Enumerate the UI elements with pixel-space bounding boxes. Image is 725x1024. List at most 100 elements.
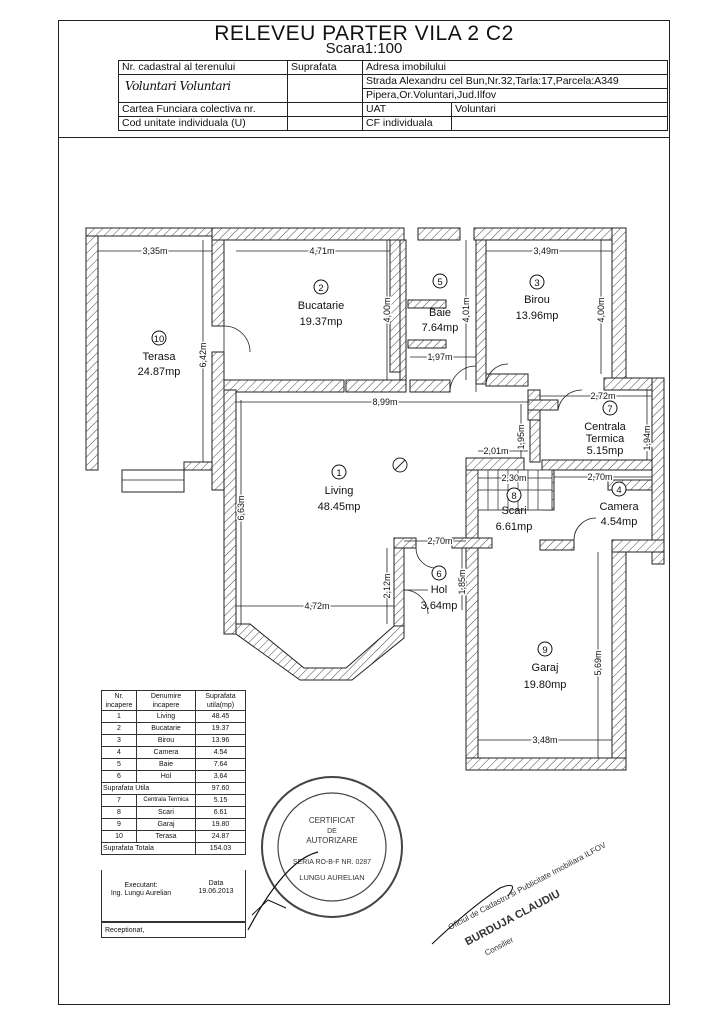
dim-bucatarie-height: 4,00m	[382, 297, 392, 322]
room-scari: 8 Scari 6.61mp	[496, 487, 533, 533]
dim-living-width: 8,99m	[372, 397, 397, 407]
dim-living-side: 2,12m	[382, 573, 392, 598]
room-centrala: 7 Centrala Termica 5.15mp	[584, 400, 627, 457]
svg-text:CERTIFICAT: CERTIFICAT	[309, 816, 355, 825]
dim-scari-width: 2,30m	[501, 473, 526, 483]
dim-living-height: 6,63m	[236, 495, 246, 520]
dim-baie-width: 1,97m	[427, 352, 452, 362]
document-title: RELEVEU PARTER VILA 2 C2	[214, 22, 514, 45]
svg-text:Living: Living	[325, 485, 354, 497]
svg-text:5: 5	[437, 277, 442, 288]
room-labels: 10 Terasa 24.87mp 2 Bucatarie 19.37mp 5 …	[138, 273, 639, 691]
room-bucatarie: 2 Bucatarie 19.37mp	[298, 279, 344, 328]
header-info-table: Nr. cadastral al terenului Suprafata Adr…	[118, 60, 668, 131]
svg-text:6.61mp: 6.61mp	[496, 521, 533, 533]
handwritten-cell: Voluntari Voluntari	[118, 74, 288, 103]
svg-text:Centrala: Centrala	[584, 421, 626, 433]
svg-text:24.87mp: 24.87mp	[138, 366, 181, 378]
svg-text:6: 6	[436, 569, 441, 580]
rooms-legend-table: Nr. incapere Denumire incapere Suprafata…	[101, 690, 246, 855]
svg-text:Hol: Hol	[431, 584, 448, 596]
legend-header-name: Denumire incapere	[136, 690, 196, 711]
svg-text:Termica: Termica	[586, 433, 625, 445]
door-swings	[223, 325, 597, 615]
cf-value	[451, 116, 668, 131]
svg-text:9: 9	[542, 645, 547, 656]
dim-camera-width: 2,70m	[587, 472, 612, 482]
room-birou: 3 Birou 13.96mp	[516, 274, 559, 322]
cf-label: CF individuala	[362, 116, 452, 131]
living-column-icon	[392, 457, 408, 473]
legend-header-nr: Nr. incapere	[101, 690, 137, 711]
svg-text:3: 3	[534, 278, 539, 289]
svg-text:4: 4	[616, 485, 621, 496]
svg-text:13.96mp: 13.96mp	[516, 310, 559, 322]
dim-hol-width: 2,70m	[427, 536, 452, 546]
svg-text:Bucatarie: Bucatarie	[298, 300, 344, 312]
svg-text:Consilier: Consilier	[483, 935, 515, 958]
receptionat-box: Receptionat,	[101, 922, 246, 938]
svg-text:8: 8	[511, 491, 516, 502]
dimension-labels: 3,35m 6,42m 4,71m 4,00m 4,01m 1,97m 3,49…	[141, 245, 654, 747]
dim-centrala-height: 1,94m	[642, 425, 652, 450]
dim-garaj-height: 5,69m	[593, 650, 603, 675]
date-label: Data	[208, 880, 224, 887]
unit-label: Cod unitate individuala (U)	[118, 116, 288, 131]
dim-stair-b: 1,95m	[516, 424, 526, 449]
dim-stair-a: 2,01m	[483, 446, 508, 456]
dim-birou-height: 4,00m	[596, 297, 606, 322]
date-value: 19.06.2013	[198, 888, 234, 895]
address-line2: Pipera,Or.Voluntari,Jud.Ilfov	[362, 88, 668, 103]
executant-label: Executant:	[124, 882, 158, 889]
room-terasa: 10 Terasa 24.87mp	[138, 330, 181, 378]
svg-text:Oficiul de Cadastru si Publici: Oficiul de Cadastru si Publicitate Imobi…	[447, 840, 608, 932]
dim-birou-width: 3,49m	[533, 246, 558, 256]
room-living: 1 Living 48.45mp	[318, 464, 361, 513]
certification-stamp: CERTIFICAT DE AUTORIZARE SERIA RO-B-F NR…	[247, 776, 403, 931]
executant-block: Executant: Ing. Lungu Aurelian Data 19.0…	[101, 870, 246, 922]
svg-text:Garaj: Garaj	[532, 662, 559, 674]
dim-hol-height: 1,85m	[457, 569, 467, 594]
svg-text:7.64mp: 7.64mp	[422, 322, 459, 334]
address-line1: Strada Alexandru cel Bun,Nr.32,Tarla:17,…	[362, 74, 668, 89]
legend-header-area: Suprafata utila(mp)	[195, 690, 246, 711]
dim-living-bay: 4,72m	[304, 601, 329, 611]
svg-text:48.45mp: 48.45mp	[318, 501, 361, 513]
svg-text:LUNGU AURELIAN: LUNGU AURELIAN	[299, 873, 364, 882]
header-divider	[58, 137, 670, 138]
executant-name: Ing. Lungu Aurelian	[110, 890, 172, 897]
room-camera: 4 Camera 4.54mp	[599, 481, 639, 528]
dim-baie-height: 4,01m	[461, 297, 471, 322]
room-baie: 5 Baie 7.64mp	[422, 273, 459, 334]
surface-cell	[287, 74, 363, 103]
svg-text:1: 1	[336, 468, 341, 479]
svg-text:DE: DE	[327, 828, 337, 835]
svg-text:SERIA RO-B-F NR. 0287: SERIA RO-B-F NR. 0287	[293, 859, 371, 866]
dim-bucatarie-width: 4,71m	[309, 246, 334, 256]
drawing-sheet-border	[58, 20, 670, 1005]
office-stamp: Oficiul de Cadastru si Publicitate Imobi…	[447, 840, 608, 958]
svg-text:Camera: Camera	[599, 501, 639, 513]
svg-text:4.54mp: 4.54mp	[601, 516, 638, 528]
handwritten-signature: Voluntari Voluntari	[125, 79, 231, 93]
room-garaj: 9 Garaj 19.80mp	[524, 641, 567, 691]
dim-centrala-width: 2,72m	[590, 391, 615, 401]
terasa-walls	[85, 227, 215, 493]
svg-text:19.80mp: 19.80mp	[524, 679, 567, 691]
dim-terasa-height: 6,42m	[198, 342, 208, 367]
svg-text:AUTORIZARE: AUTORIZARE	[306, 836, 357, 845]
dimension-lines	[98, 240, 652, 758]
svg-text:3.64mp: 3.64mp	[421, 600, 458, 612]
office-signature	[431, 884, 514, 945]
